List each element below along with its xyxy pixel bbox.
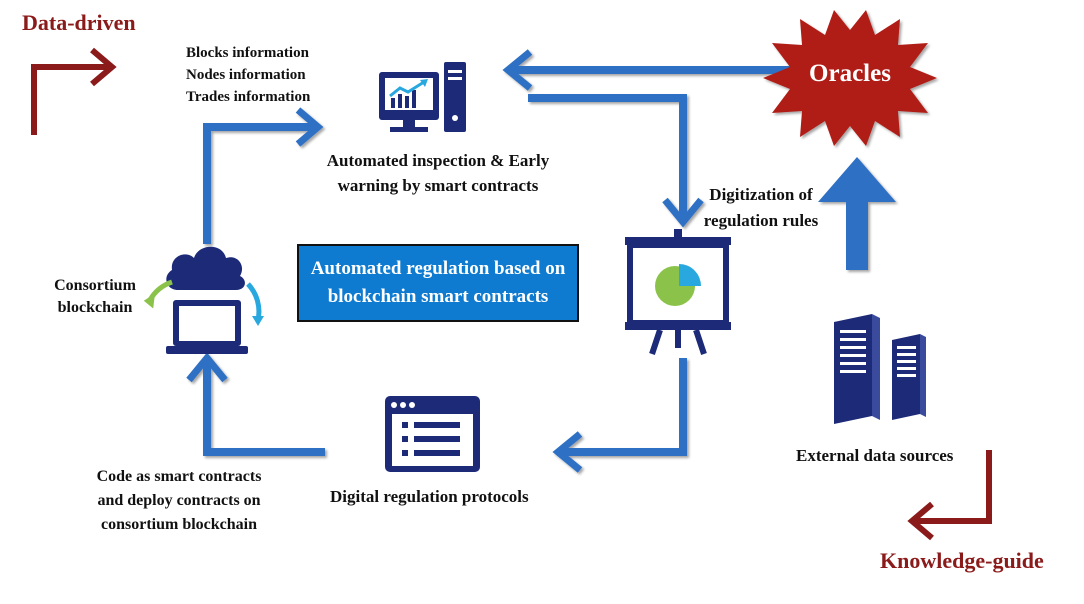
arrowhead-digitization xyxy=(662,197,704,228)
presentation-board-icon xyxy=(625,229,731,355)
arrowhead-protocols xyxy=(552,431,583,473)
data-driven-arrow xyxy=(31,47,117,135)
knowledge-guide-arrow xyxy=(907,450,992,541)
code-line-1: Code as smart contracts xyxy=(96,468,262,485)
center-title-box: Automated regulation based on blockchain… xyxy=(297,244,579,322)
arrowhead-monitor xyxy=(502,49,533,91)
monitor-chart-icon xyxy=(379,62,466,132)
external-sources-label: External data sources xyxy=(796,446,954,465)
server-towers-icon xyxy=(834,314,926,424)
digitization-line-1: Digitization of xyxy=(709,185,813,204)
oracles-label: Oracles xyxy=(809,60,891,87)
cloud-laptop-icon xyxy=(143,246,264,354)
center-title-line-1: Automated regulation based on xyxy=(310,258,566,279)
arrow-monitor-to-digitization xyxy=(528,94,687,218)
consortium-line-1: Consortium xyxy=(54,277,136,294)
flow-arrows xyxy=(186,49,790,473)
info-list: Blocks information Nodes information Tra… xyxy=(186,42,310,108)
inspection-line-2: warning by smart contracts xyxy=(337,176,539,195)
code-line-2: and deploy contracts on xyxy=(97,492,261,509)
arrow-protocols-to-blockchain xyxy=(203,362,325,456)
digitization-label: Digitization of regulation rules xyxy=(696,182,826,234)
knowledge-guide-label: Knowledge-guide xyxy=(880,548,1044,573)
consortium-label: Consortium blockchain xyxy=(40,275,150,319)
document-list-icon xyxy=(385,396,480,472)
info-blocks: Blocks information xyxy=(186,45,309,61)
arrowhead-inspection xyxy=(295,107,324,147)
center-title-line-2: blockchain smart contracts xyxy=(327,286,549,307)
inspection-line-1: Automated inspection & Early xyxy=(326,151,550,170)
code-line-3: consortium blockchain xyxy=(100,516,257,533)
inspection-label: Automated inspection & Early warning by … xyxy=(300,148,576,198)
code-deploy-label: Code as smart contracts and deploy contr… xyxy=(66,465,292,537)
info-nodes: Nodes information xyxy=(186,67,306,83)
arrow-digitization-to-protocols xyxy=(562,358,687,456)
arrow-blockchain-to-inspection xyxy=(203,123,315,244)
digitization-line-2: regulation rules xyxy=(703,211,819,230)
oracles-starburst-icon xyxy=(763,10,937,146)
protocols-label: Digital regulation protocols xyxy=(330,487,529,506)
info-trades: Trades information xyxy=(186,89,311,105)
arrow-external-to-oracles xyxy=(818,157,896,270)
arrowhead-blockchain xyxy=(186,352,228,383)
consortium-line-2: blockchain xyxy=(57,299,133,316)
data-driven-label: Data-driven xyxy=(22,10,136,35)
